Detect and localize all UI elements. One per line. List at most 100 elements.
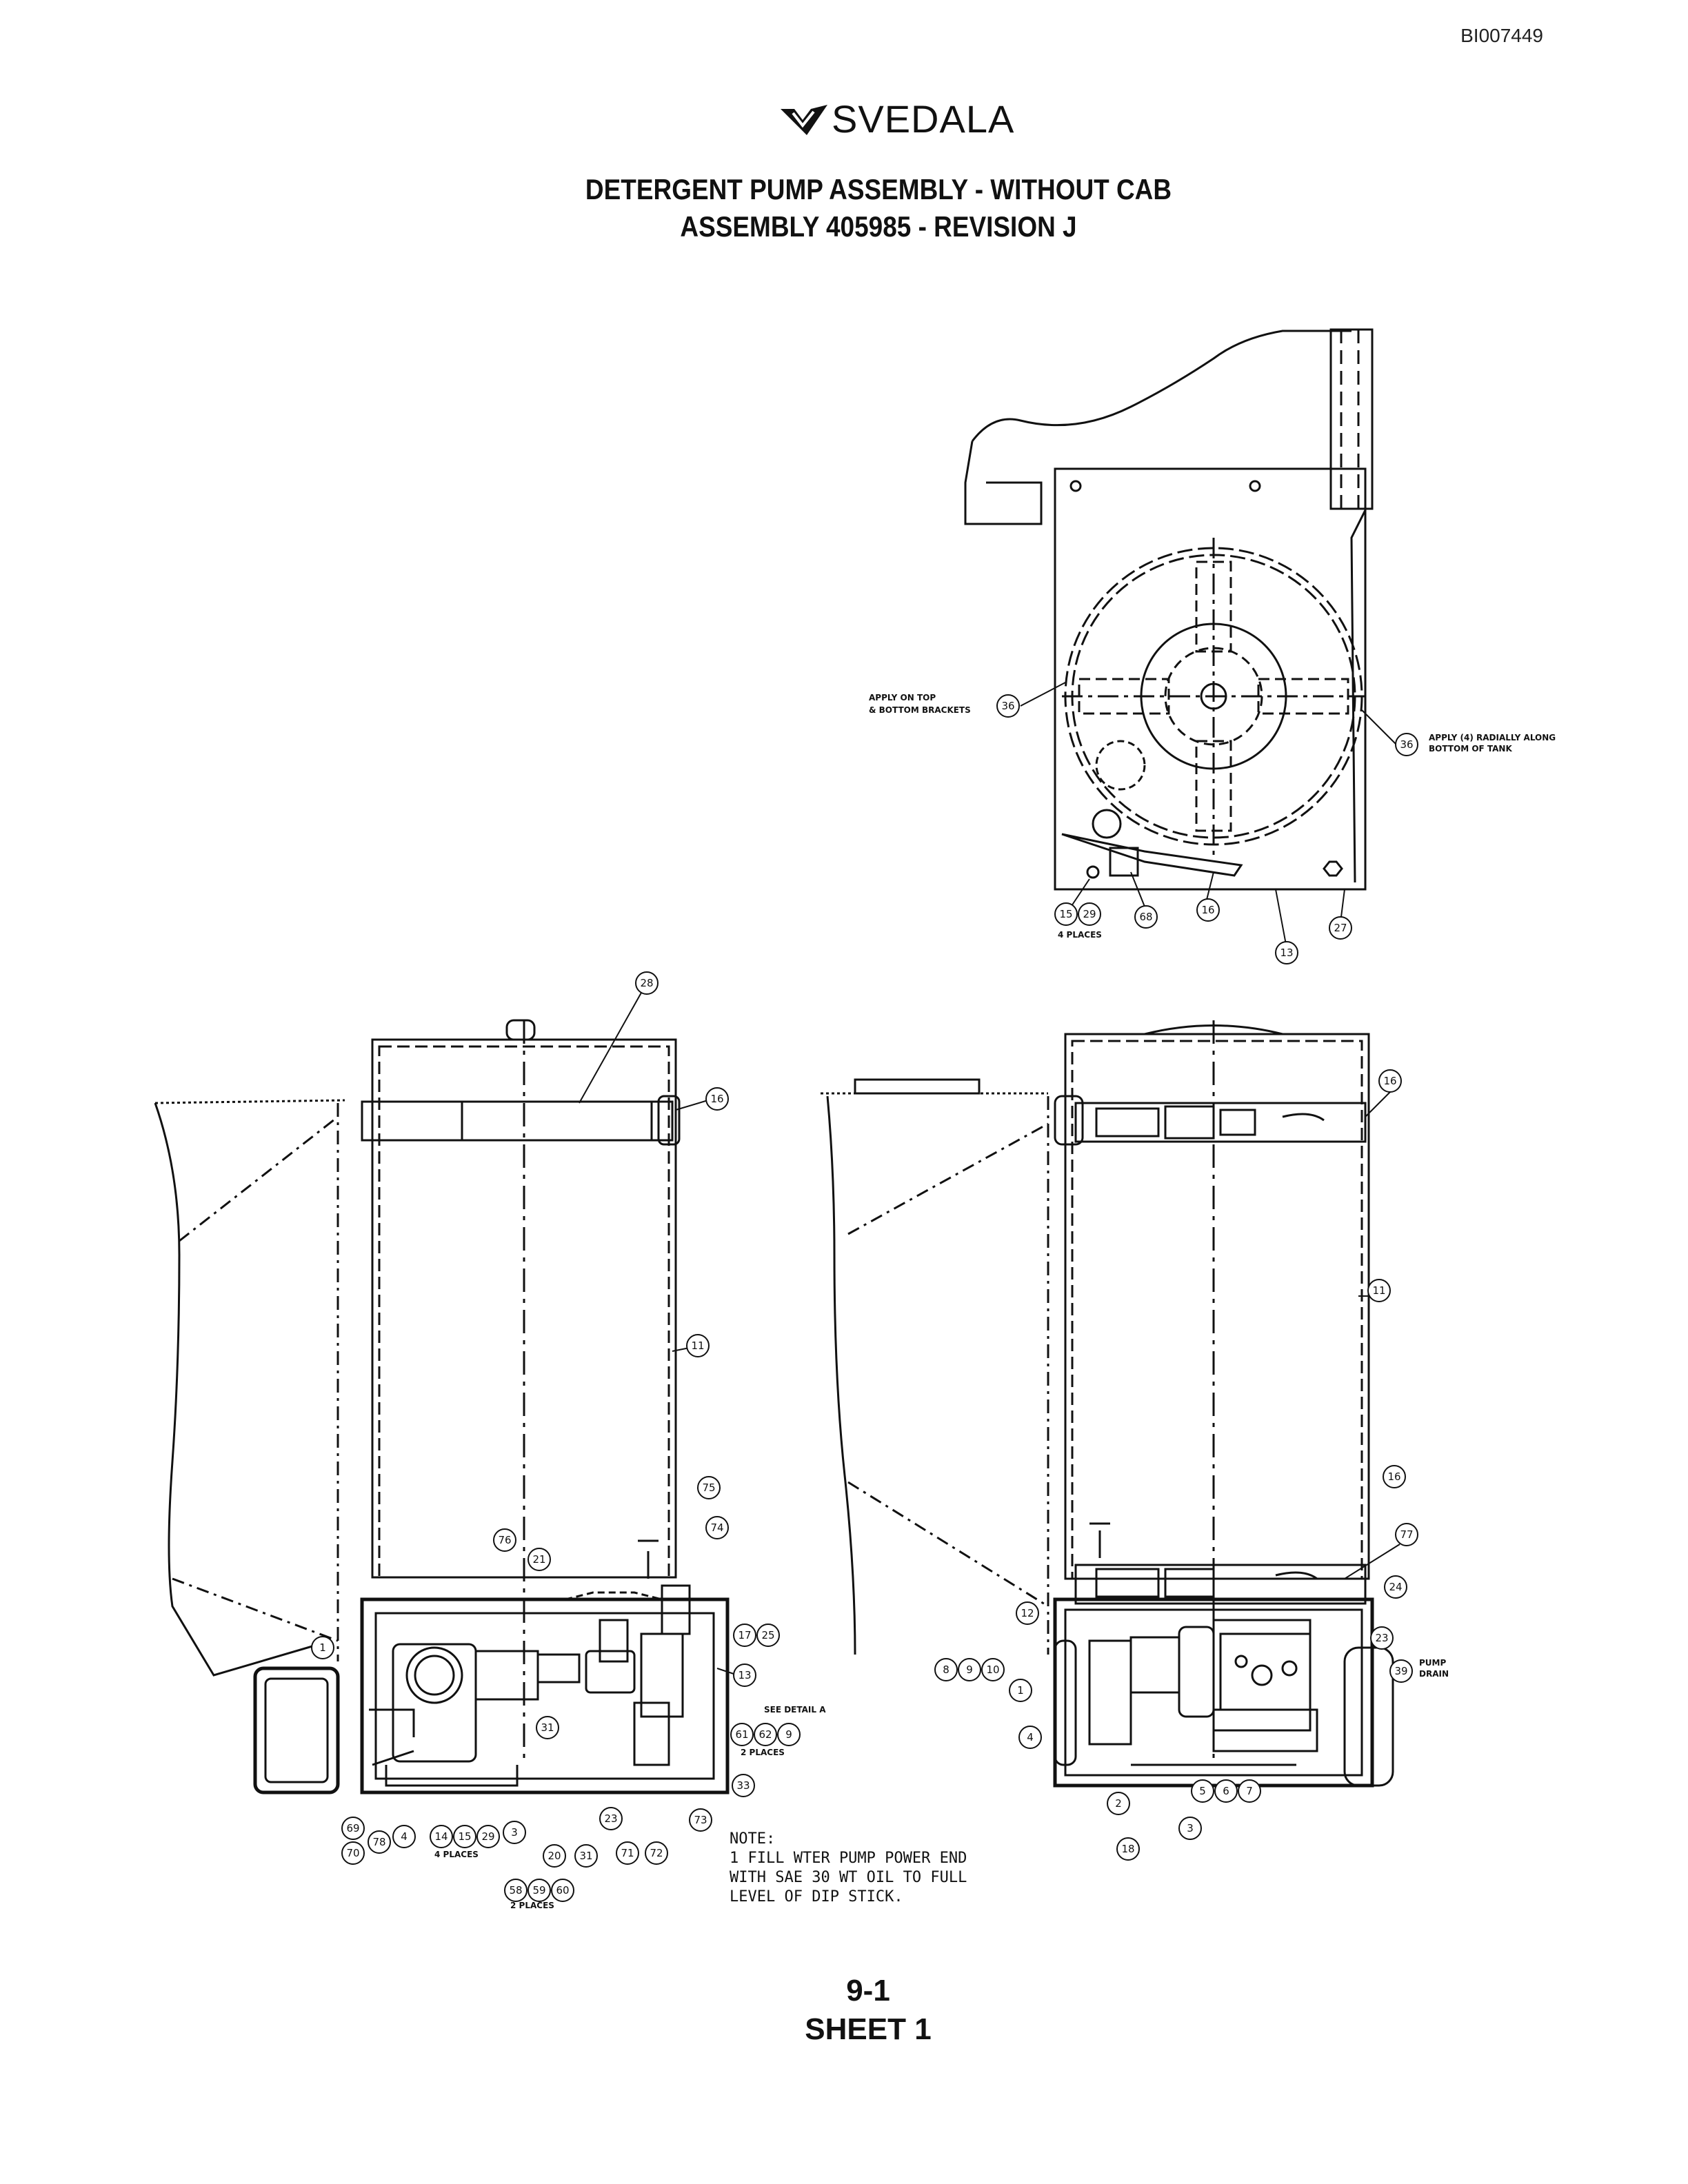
svg-text:2: 2: [1115, 1797, 1122, 1810]
svg-text:27: 27: [1334, 922, 1347, 934]
callout-bubble: 11: [686, 1334, 710, 1357]
svg-text:58: 58: [509, 1884, 522, 1897]
svg-text:16: 16: [1201, 904, 1214, 916]
callout-bubble: 9: [958, 1658, 981, 1681]
svedala-logo: SVEDALA: [779, 97, 1014, 145]
callout-bubble: 1: [311, 1636, 334, 1659]
svg-text:10: 10: [986, 1664, 999, 1676]
callout-bubble: 62: [754, 1723, 777, 1746]
svg-text:1: 1: [319, 1641, 326, 1654]
four-places-label: 4 PLACES: [434, 1850, 479, 1859]
title-line-1: DETERGENT PUMP ASSEMBLY - WITHOUT CAB: [585, 173, 1172, 205]
document-id: BI007449: [1460, 25, 1543, 46]
top-view: [964, 328, 1374, 891]
svg-text:29: 29: [1083, 908, 1096, 920]
callout-bubble: 18: [1116, 1837, 1140, 1861]
callout-bubble: 59: [528, 1879, 551, 1902]
callout-bubble: 61: [730, 1723, 754, 1746]
sheet-label: SHEET 1: [805, 2012, 932, 2046]
svg-text:1: 1: [1017, 1684, 1024, 1697]
svg-text:16: 16: [710, 1093, 723, 1105]
note-line-3: LEVEL OF DIP STICK.: [730, 1888, 903, 1905]
svg-text:69: 69: [346, 1822, 359, 1834]
svg-text:29: 29: [481, 1830, 494, 1843]
svg-text:4: 4: [1027, 1731, 1034, 1743]
callout-bubble: 13: [1275, 941, 1298, 964]
callout-bubble: 16: [705, 1087, 729, 1111]
callout-bubble: 76: [493, 1528, 516, 1552]
svg-text:36: 36: [1001, 700, 1014, 712]
svg-text:11: 11: [1372, 1284, 1385, 1297]
callout-bubble: 16: [1383, 1465, 1406, 1488]
two-places-label-b: 2 PLACES: [510, 1901, 554, 1910]
svg-text:13: 13: [738, 1669, 751, 1681]
note-line-1: 1 FILL WTER PUMP POWER END: [730, 1850, 967, 1867]
note-heading: NOTE:: [730, 1830, 775, 1848]
svg-text:9: 9: [966, 1664, 973, 1676]
callout-bubble: 77: [1395, 1523, 1418, 1546]
top-four-places: 4 PLACES: [1058, 930, 1102, 940]
callout-bubble: 23: [599, 1807, 623, 1830]
svg-text:6: 6: [1223, 1785, 1229, 1797]
callout-bubble: 23: [1370, 1626, 1394, 1650]
callout-bubble: 12: [1016, 1601, 1039, 1625]
apply-left-line-1: APPLY ON TOP: [869, 693, 936, 702]
svg-text:8: 8: [943, 1664, 950, 1676]
callout-bubble: 21: [528, 1548, 551, 1571]
svg-text:14: 14: [434, 1830, 448, 1843]
callout-bubble: 28: [635, 971, 659, 995]
svg-text:36: 36: [1400, 738, 1413, 751]
callout-bubble: 29: [476, 1825, 500, 1848]
svg-text:70: 70: [346, 1847, 359, 1859]
callout-bubble: 4: [392, 1825, 416, 1848]
svg-text:28: 28: [640, 977, 653, 989]
callout-bubble: 10: [981, 1658, 1005, 1681]
page-title: DETERGENT PUMP ASSEMBLY - WITHOUT CAB AS…: [106, 171, 1651, 245]
svg-text:75: 75: [702, 1482, 715, 1494]
note-line-2: WITH SAE 30 WT OIL TO FULL: [730, 1869, 967, 1886]
svg-text:24: 24: [1389, 1581, 1402, 1593]
svg-text:16: 16: [1387, 1470, 1400, 1483]
svg-text:20: 20: [547, 1850, 561, 1862]
apply-left-line-2: & BOTTOM BRACKETS: [869, 705, 971, 715]
svg-text:74: 74: [710, 1521, 723, 1534]
callout-bubble: 72: [645, 1841, 668, 1865]
svg-text:25: 25: [761, 1629, 774, 1641]
svg-text:78: 78: [372, 1836, 385, 1848]
callout-bubble: 29: [1078, 902, 1101, 926]
svg-text:18: 18: [1121, 1843, 1134, 1855]
callout-bubble: 39: [1389, 1659, 1413, 1683]
callout-bubble: 13: [733, 1664, 756, 1687]
callout-bubble: 60: [551, 1879, 574, 1902]
svg-text:39: 39: [1394, 1665, 1407, 1677]
svg-text:15: 15: [1059, 908, 1072, 920]
apply-right-line-2: BOTTOM OF TANK: [1429, 744, 1512, 754]
callout-bubble: 6: [1214, 1779, 1238, 1803]
callout-bubble: 70: [341, 1841, 365, 1865]
svg-text:7: 7: [1246, 1785, 1253, 1797]
logo-mark-icon: [781, 105, 827, 135]
svg-text:76: 76: [498, 1534, 511, 1546]
callout-bubble: 16: [1378, 1069, 1402, 1093]
callout-bubble: 14: [430, 1825, 453, 1848]
callout-bubble: 15: [453, 1825, 476, 1848]
svg-text:15: 15: [458, 1830, 471, 1843]
callout-bubble: 31: [574, 1844, 598, 1868]
svg-text:13: 13: [1280, 947, 1293, 959]
callout-bubble: 75: [697, 1476, 721, 1499]
left-side-view: [154, 1019, 730, 1794]
apply-right-line-1: APPLY (4) RADIALLY ALONG: [1429, 733, 1556, 742]
title-line-2: ASSEMBLY 405985 - REVISION J: [680, 210, 1077, 243]
svg-text:31: 31: [541, 1721, 554, 1734]
callout-bubble: 2: [1107, 1792, 1130, 1815]
svg-text:68: 68: [1139, 911, 1152, 923]
svg-text:31: 31: [579, 1850, 592, 1862]
svg-text:9: 9: [785, 1728, 792, 1741]
callout-bubble: 5: [1191, 1779, 1214, 1803]
callout-bubble: 78: [368, 1830, 391, 1854]
svg-text:11: 11: [691, 1339, 704, 1352]
page-number: 9-1: [846, 1974, 890, 2008]
svg-text:60: 60: [556, 1884, 569, 1897]
callout-bubble: 20: [543, 1844, 566, 1868]
